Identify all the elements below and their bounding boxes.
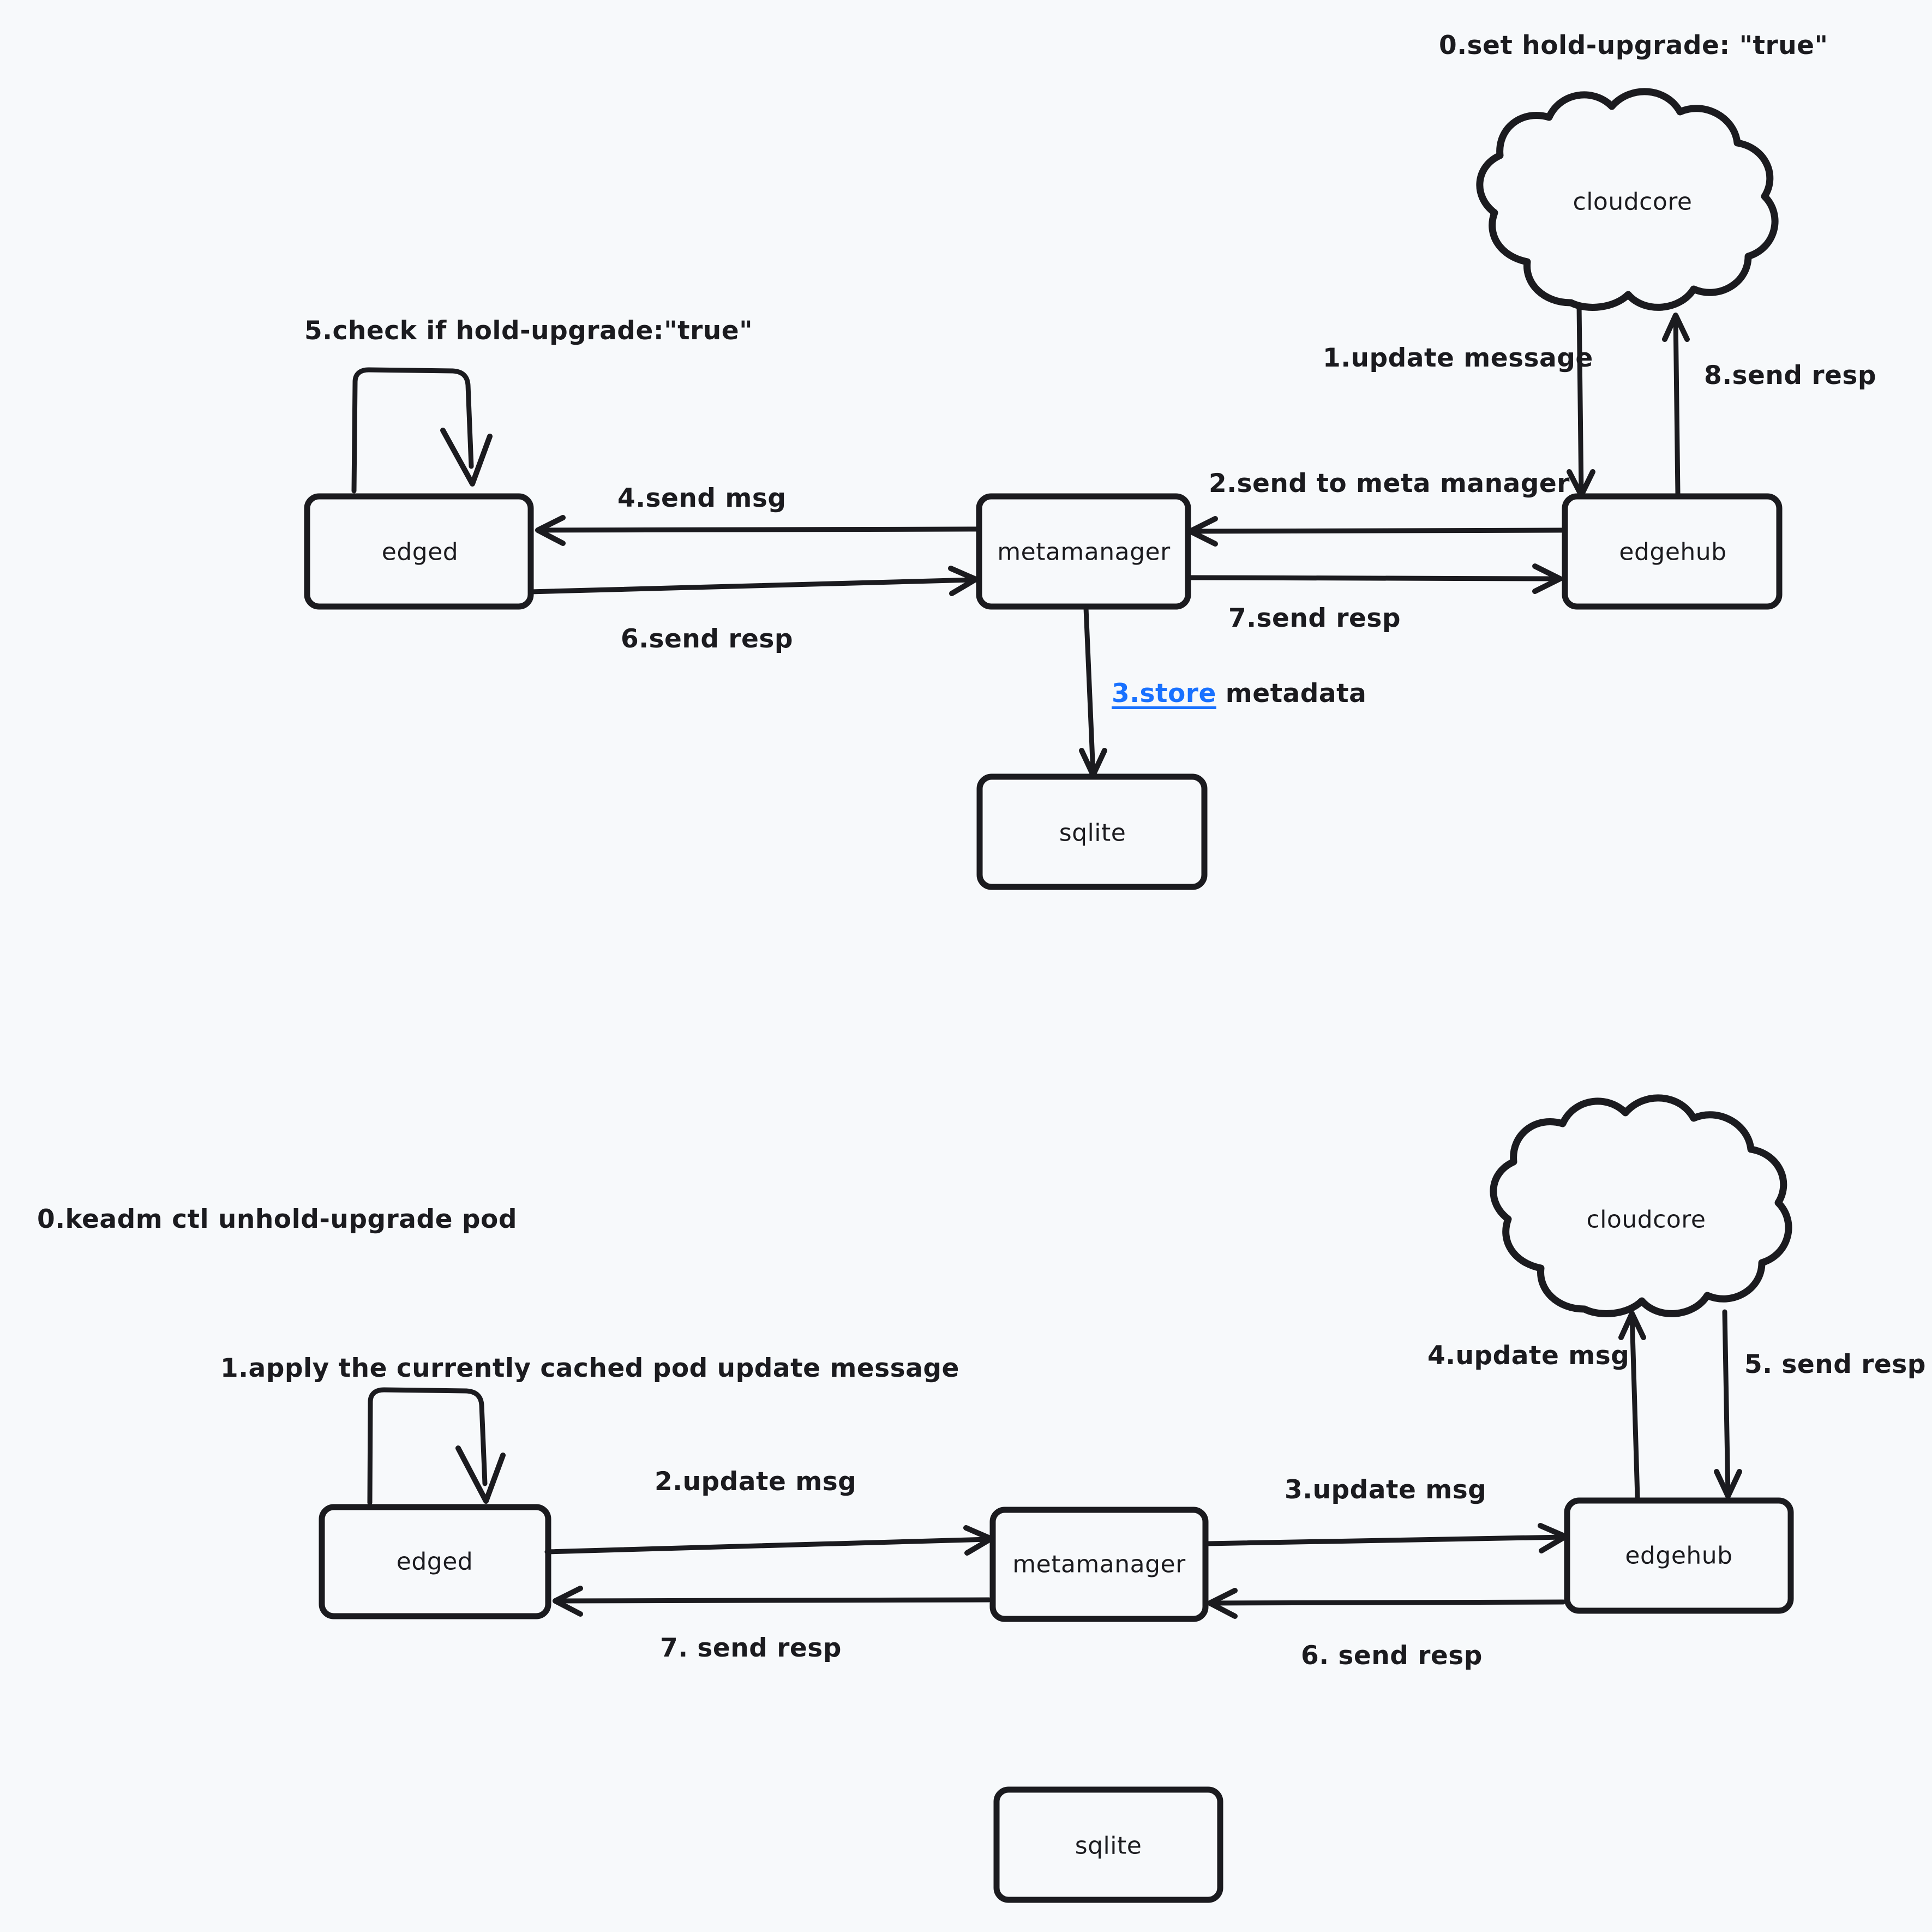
edge-label-7-send-resp: 7.send resp [1228,603,1401,633]
edge-2-send-to-meta-manager [1187,516,1566,547]
edge-b3-update-msg [1204,1523,1568,1553]
edge-label-b3-update-msg: 3.update msg [1285,1475,1487,1505]
node-cloudcore-top[interactable] [1476,88,1779,311]
node-label-edged-bottom: edged [396,1547,473,1576]
node-edgehub-top[interactable] [1562,493,1783,610]
edge-1-update-message [1567,303,1595,498]
node-label-metamanager-top: metamanager [997,538,1171,566]
node-label-metamanager-bottom: metamanager [1012,1550,1186,1579]
edge-label-b7-send-resp: 7. send resp [660,1633,842,1663]
node-label-cloudcore-bottom: cloudcore [1586,1205,1706,1234]
store-metadata-link[interactable]: 3.store [1112,679,1216,709]
edge-label-2-send-to-meta-manager: 2.send to meta manager [1209,469,1570,499]
edge-label-3-store-metadata: 3.store metadata [1112,681,1366,706]
edge-label-b2-update-msg: 2.update msg [655,1467,857,1497]
edge-6-send-resp [527,566,979,596]
node-label-sqlite-top: sqlite [1059,819,1126,847]
note-check-hold-upgrade: 5.check if hold-upgrade:"true" [304,316,753,346]
edge-b4-update-msg [1618,1311,1646,1500]
edge-8-send-resp [1662,313,1690,496]
edge-label-8-send-resp: 8.send resp [1704,361,1877,391]
note-set-hold-upgrade: 0.set hold-upgrade: "true" [1439,31,1828,61]
edge-label-1-update-message: 1.update message [1323,343,1593,373]
node-label-sqlite-bottom: sqlite [1075,1832,1142,1860]
edge-5-check-hold-upgrade-self-loop [351,367,493,494]
node-edged-top[interactable] [304,493,534,610]
edge-7-send-resp [1187,563,1563,594]
node-label-cloudcore-top: cloudcore [1573,188,1693,216]
edge-3-store-metadata [1079,605,1107,778]
edge-label-6-send-resp: 6.send resp [621,624,794,654]
node-label-edgehub-bottom: edgehub [1625,1541,1733,1570]
node-metamanager-top[interactable] [976,493,1191,610]
node-sqlite-bottom[interactable] [993,1786,1223,1903]
edge-b5-send-resp [1714,1309,1742,1499]
edge-b2-update-msg [544,1525,994,1556]
edge-4-send-msg [535,515,980,546]
node-edgehub-bottom[interactable] [1564,1497,1794,1614]
edge-b6-send-resp [1207,1588,1566,1619]
edge-label-b6-send-resp: 6. send resp [1301,1641,1483,1671]
node-cloudcore-bottom[interactable] [1490,1094,1792,1317]
store-metadata-rest: metadata [1216,679,1367,709]
note-apply-cached-pod-update: 1.apply the currently cached pod update … [220,1353,959,1383]
edge-label-b4-update-msg: 4.update msg [1427,1341,1630,1371]
node-label-edgehub-top: edgehub [1619,538,1727,566]
edge-1-apply-cached-pod-self-loop [367,1387,506,1505]
note-keadm-unhold-upgrade: 0.keadm ctl unhold-upgrade pod [37,1204,517,1234]
edge-label-b5-send-resp: 5. send resp [1744,1349,1926,1379]
node-metamanager-bottom[interactable] [989,1507,1209,1622]
node-edged-bottom[interactable] [319,1504,551,1619]
edge-b7-send-resp [553,1586,992,1617]
node-label-edged-top: edged [381,538,459,566]
edge-label-4-send-msg: 4.send msg [617,483,787,513]
